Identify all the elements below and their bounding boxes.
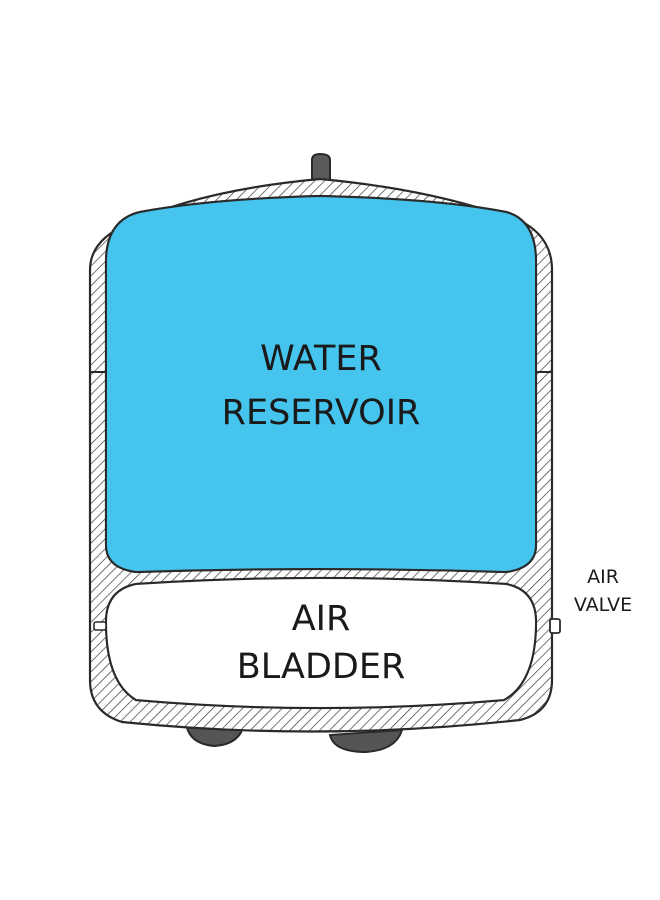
air-bladder bbox=[104, 577, 538, 709]
tank-foot-right bbox=[328, 728, 404, 754]
water-reservoir bbox=[105, 194, 537, 574]
water-reservoir-label-line1: WATER bbox=[260, 339, 382, 379]
air-bladder-label-line1: AIR bbox=[292, 599, 351, 639]
air-valve-label-line2: VALVE bbox=[574, 594, 632, 616]
water-reservoir-label-line2: RESERVOIR bbox=[222, 393, 421, 433]
air-valve bbox=[549, 618, 561, 634]
water-inlet-fitting bbox=[311, 152, 331, 182]
bladder-clamp-left bbox=[93, 621, 107, 631]
air-valve-label-line1: AIR bbox=[587, 566, 619, 588]
air-bladder-label-line2: BLADDER bbox=[237, 647, 406, 687]
